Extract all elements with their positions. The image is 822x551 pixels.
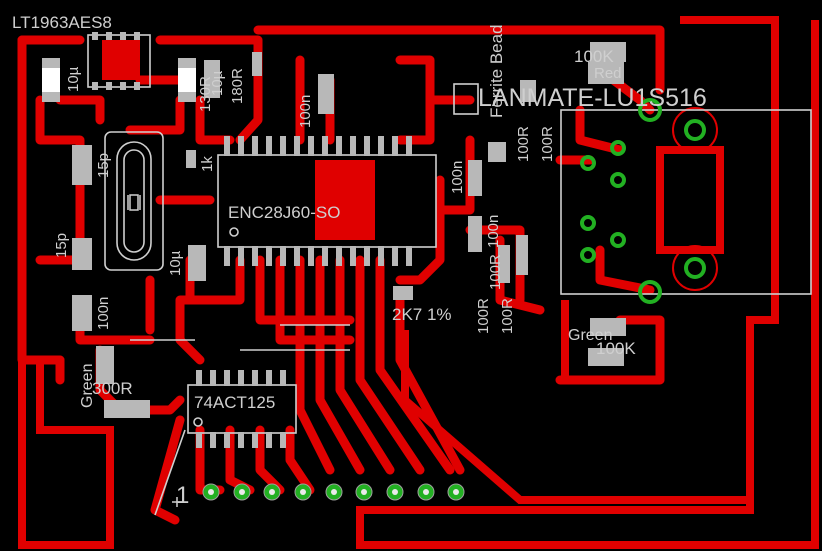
label-ferrite: Ferrite Bead (487, 24, 506, 118)
label-cap-15p-a: 15p (95, 153, 112, 178)
label-regulator: LT1963AES8 (12, 13, 112, 32)
label-cap-15p-b: 15p (53, 233, 70, 258)
label-led-green-b: Green (568, 327, 612, 344)
label-cap-100n-b: 100n (95, 297, 112, 330)
label-res-130r: 130R (197, 76, 214, 112)
label-cap-10u-c: 10µ (167, 250, 184, 276)
label-cap-100n-d: 100n (485, 215, 502, 248)
regulator-thermal-pad (102, 40, 140, 80)
label-res-100r-d: 100R (487, 254, 504, 290)
label-jack: LANMATE-LU1S516 (478, 84, 707, 112)
pin1-marker (172, 497, 182, 507)
label-pin1: 1 (176, 482, 189, 509)
label-res-100r-b: 100R (539, 126, 556, 162)
label-led-green-a: Green (79, 364, 96, 408)
label-res-180r: 180R (229, 68, 246, 104)
label-res-100k-a: 100K (574, 47, 614, 66)
jack-hole-top-inner (684, 119, 706, 141)
ic-pins (92, 32, 412, 448)
label-buffer-chip: 74ACT125 (194, 393, 275, 412)
label-cap-100n-c: 100n (449, 161, 466, 194)
header-pin-holes (208, 489, 459, 495)
jack-copper-block (656, 146, 724, 254)
enc28j60-thermal-pad (315, 160, 375, 240)
jack-hole-top (672, 107, 718, 153)
label-cap-100n-a: 100n (297, 95, 314, 128)
label-res-100r-c: 100R (475, 298, 492, 334)
label-res-100r-a: 100R (515, 126, 532, 162)
label-ethernet-chip: ENC28J60-SO (228, 203, 340, 222)
ground-pours (18, 16, 819, 549)
label-cap-10u-b: 10µ (209, 70, 226, 96)
label-res-1k: 1k (199, 156, 216, 172)
vias (580, 98, 662, 304)
smd-pads (42, 42, 626, 418)
crystal-symbol-icon (127, 194, 141, 211)
label-res-300r: 300R (92, 379, 133, 398)
label-res-2k7: 2K7 1% (392, 305, 452, 324)
label-led-red: Red (594, 65, 622, 82)
jack-hole-bottom-inner (684, 257, 706, 279)
label-res-100k-b: 100K (596, 339, 636, 358)
label-res-100r-e: 100R (499, 298, 516, 334)
jack-hole-bottom (672, 245, 718, 291)
label-cap-10u-a: 10µ (65, 66, 82, 92)
silkscreen-outlines (87, 34, 812, 516)
